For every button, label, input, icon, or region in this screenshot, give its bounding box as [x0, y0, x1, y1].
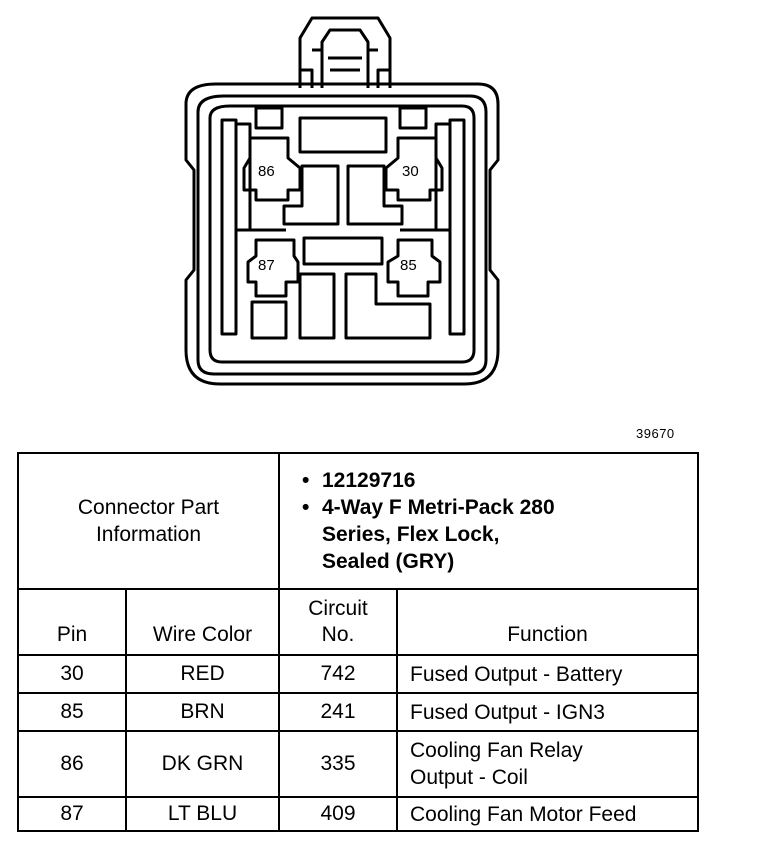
- part-info-title-line1: Connector Part: [77, 496, 220, 519]
- cell-function: Fused Output - IGN3: [396, 692, 699, 732]
- header-circuit: Circuit No.: [278, 588, 398, 656]
- header-circuit-line2: No.: [321, 623, 355, 646]
- cell-function-line1: Cooling Fan Relay: [410, 739, 583, 762]
- cell-wire-color: LT BLU: [125, 796, 280, 832]
- cell-circuit: 409: [278, 796, 398, 832]
- figure-number: 39670: [636, 426, 675, 441]
- mid-center-cavity: [302, 236, 384, 266]
- cell-function: Cooling Fan Motor Feed: [396, 796, 699, 832]
- connector-housing: [184, 82, 500, 386]
- cell-pin: 85: [17, 692, 127, 732]
- pin-label-86: 86: [258, 163, 275, 180]
- part-description: 4-Way F Metri-Pack 280 Series, Flex Lock…: [302, 494, 697, 575]
- pin-label-87: 87: [258, 257, 275, 274]
- pin-label-30: 30: [402, 163, 419, 180]
- cavity-85: [386, 238, 442, 298]
- connector-diagram: 86 30 87 85: [184, 16, 500, 386]
- cell-circuit: 335: [278, 730, 398, 798]
- header-pin: Pin: [17, 588, 127, 656]
- cavity-86: [242, 136, 302, 202]
- table-row: 86 DK GRN 335 Cooling Fan Relay Output -…: [17, 730, 699, 798]
- header-row: Pin Wire Color Circuit No. Function: [17, 588, 699, 656]
- connector-info-table: Connector Part Information 12129716 4-Wa…: [17, 452, 699, 832]
- cell-function: Fused Output - Battery: [396, 654, 699, 694]
- part-info-title: Connector Part Information: [17, 452, 280, 590]
- cell-function-line2: Output - Coil: [410, 766, 528, 789]
- header-function: Function: [396, 588, 699, 656]
- cell-circuit: 742: [278, 654, 398, 694]
- cell-pin: 86: [17, 730, 127, 798]
- lock-tab: [298, 16, 392, 88]
- cell-pin: 30: [17, 654, 127, 694]
- header-wire-color: Wire Color: [125, 588, 280, 656]
- cavity-87: [246, 238, 300, 298]
- table-row: 87 LT BLU 409 Cooling Fan Motor Feed: [17, 796, 699, 832]
- part-info-details: 12129716 4-Way F Metri-Pack 280 Series, …: [278, 452, 699, 590]
- part-desc-line3: Sealed (GRY): [322, 550, 455, 573]
- cell-function: Cooling Fan Relay Output - Coil: [396, 730, 699, 798]
- cell-wire-color: BRN: [125, 692, 280, 732]
- table-row: 85 BRN 241 Fused Output - IGN3: [17, 692, 699, 732]
- part-info-row: Connector Part Information 12129716 4-Wa…: [17, 452, 699, 590]
- cell-wire-color: DK GRN: [125, 730, 280, 798]
- header-circuit-line1: Circuit: [308, 597, 368, 620]
- cell-wire-color: RED: [125, 654, 280, 694]
- part-desc-line1: 4-Way F Metri-Pack 280: [322, 496, 555, 519]
- part-number: 12129716: [302, 467, 697, 494]
- cell-circuit: 241: [278, 692, 398, 732]
- part-info-title-line2: Information: [95, 523, 202, 546]
- cell-pin: 87: [17, 796, 127, 832]
- part-desc-line2: Series, Flex Lock,: [322, 523, 500, 546]
- top-center-cavity: [298, 116, 388, 154]
- table-row: 30 RED 742 Fused Output - Battery: [17, 654, 699, 694]
- pin-label-85: 85: [400, 257, 417, 274]
